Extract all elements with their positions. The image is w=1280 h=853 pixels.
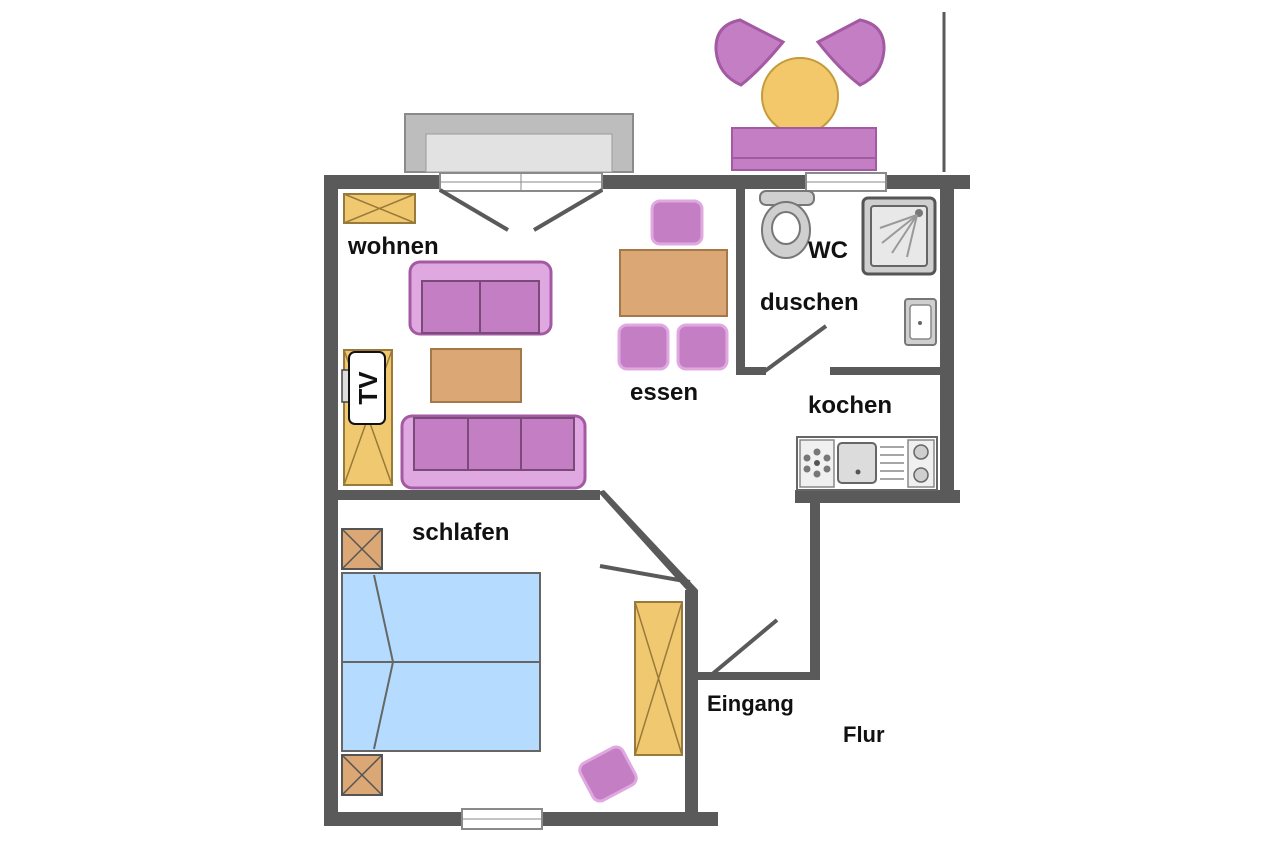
dining-chair-top [650, 199, 704, 246]
windows [439, 172, 887, 830]
bedroom: schlafen [341, 519, 683, 803]
room-label-essen: essen [630, 379, 698, 406]
dining-area: essen [617, 199, 729, 406]
room-label-eingang: Eingang [707, 691, 794, 716]
dining-chair-left [617, 323, 670, 371]
sofa-lower [400, 414, 587, 490]
room-label-wc: WC [808, 237, 848, 264]
dining-table [619, 249, 728, 317]
room-label-flur: Flur [843, 722, 885, 747]
room-label-wohnen: wohnen [347, 233, 439, 260]
balcony-bench [731, 127, 877, 171]
balcony-furniture [714, 12, 946, 172]
shower-icon [861, 196, 937, 276]
door-swings [438, 188, 828, 678]
living-room: TV wohnen [341, 193, 587, 490]
toilet-icon [759, 190, 815, 259]
kitchenette-icon [796, 436, 938, 491]
balcony-planter [404, 113, 634, 173]
coffee-table [430, 348, 522, 403]
nightstand-top [341, 528, 383, 570]
tv-cabinet: TV [341, 349, 393, 486]
tv-label: TV [353, 371, 383, 405]
bathroom: WC duschen [759, 190, 937, 346]
dining-chair-right [676, 323, 729, 371]
room-label-duschen: duschen [760, 289, 859, 316]
wardrobe [634, 601, 683, 756]
balcony-chair-right [815, 18, 886, 87]
sofa-upper [408, 260, 553, 336]
balcony-chair-left [714, 18, 786, 87]
balcony-table [761, 57, 839, 135]
nightstand-bottom [341, 754, 383, 796]
room-label-kochen: kochen [808, 392, 892, 419]
cabinet-icon [343, 193, 416, 224]
kitchen: kochen [796, 392, 938, 491]
room-label-schlafen: schlafen [412, 519, 509, 546]
sink-icon [904, 298, 937, 346]
bedroom-chair [578, 745, 638, 803]
bed [341, 572, 541, 752]
tv-icon [348, 351, 386, 425]
